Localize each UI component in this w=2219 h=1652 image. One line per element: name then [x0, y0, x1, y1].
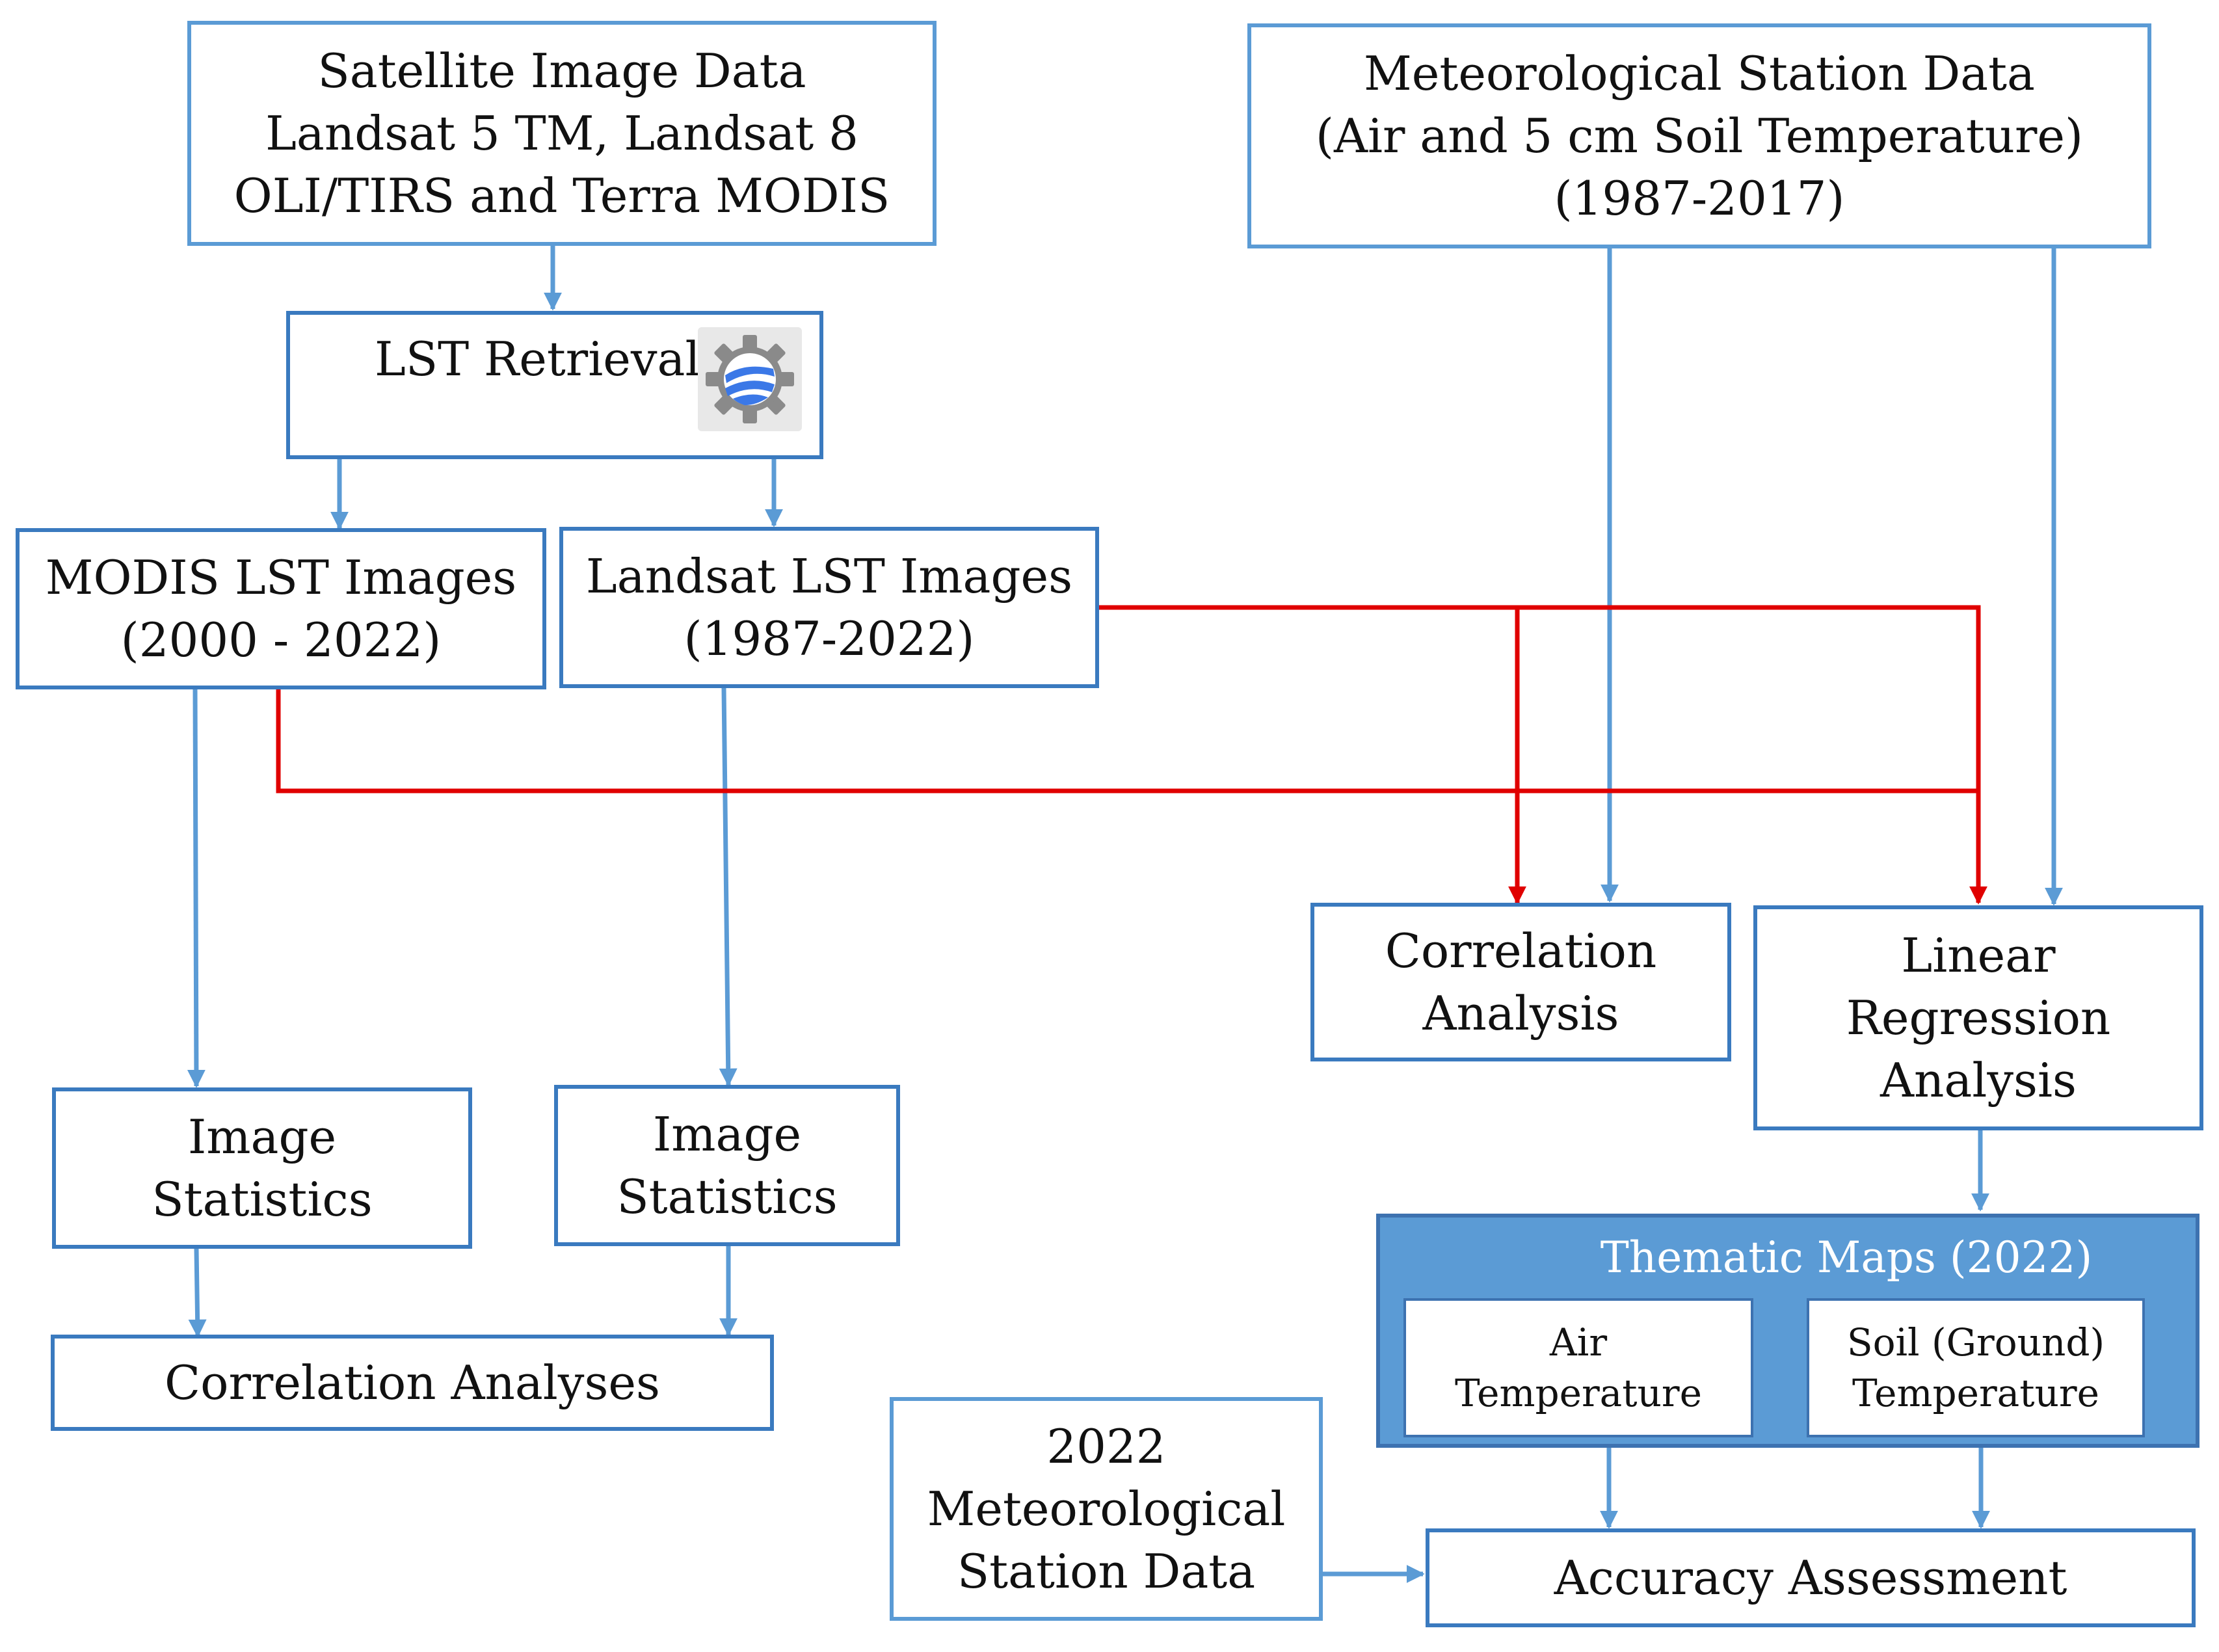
meteo-line-3: (1987-2017) [1554, 171, 1845, 226]
meteorological-2022-box: 2022 Meteorological Station Data [890, 1397, 1323, 1621]
arrow-stats-left-to-analyses [188, 1248, 207, 1338]
meteo-line-2: (Air and 5 cm Soil Temperature) [1315, 109, 2084, 163]
regression-line-1: Linear [1901, 928, 2056, 983]
accuracy-assessment-box: Accuracy Assessment [1426, 1528, 2196, 1627]
satellite-line-2: Landsat 5 TM, Landsat 8 [265, 106, 858, 161]
modis-lst-line-2: (2000 - 2022) [120, 613, 442, 667]
air-temp-line-1: Air [1549, 1320, 1608, 1365]
soil-temp-line-2: Temperature [1852, 1371, 2099, 1415]
meteo-2022-line-2: Meteorological [927, 1482, 1286, 1536]
meteo-2022-line-1: 2022 [1046, 1419, 1166, 1474]
landsat-lst-line-2: (1987-2022) [684, 611, 975, 666]
thematic-maps-box: Thematic Maps (2022) Air Temperature Soi… [1376, 1214, 2199, 1448]
red-line-modis [276, 688, 1978, 793]
arrow-landsat-to-stats [719, 687, 737, 1087]
lst-retrieval-label: LST Retrieval [375, 332, 700, 386]
meteo-2022-line-3: Station Data [957, 1544, 1256, 1599]
satellite-line-1: Satellite Image Data [317, 44, 806, 98]
satellite-line-3: OLI/TIRS and Terra MODIS [233, 168, 890, 223]
red-line-landsat [1099, 605, 1987, 905]
meteo-line-1: Meteorological Station Data [1364, 46, 2035, 101]
image-stats-right-line-2: Statistics [617, 1169, 838, 1224]
correlation-analyses-box: Correlation Analyses [51, 1335, 774, 1431]
modis-lst-line-1: MODIS LST Images [45, 550, 517, 605]
arrow-modis-to-stats [187, 687, 206, 1088]
earth-engine-gear-icon [698, 327, 802, 431]
image-statistics-left-box: Image Statistics [52, 1087, 472, 1249]
image-stats-left-line-1: Image [187, 1110, 337, 1164]
satellite-image-data-box: Satellite Image Data Landsat 5 TM, Lands… [187, 21, 937, 246]
soil-temp-line-1: Soil (Ground) [1846, 1320, 2105, 1365]
landsat-lst-images-box: Landsat LST Images (1987-2022) [559, 527, 1099, 688]
air-temperature-box: Air Temperature [1403, 1298, 1753, 1437]
landsat-lst-line-1: Landsat LST Images [585, 549, 1073, 604]
modis-lst-images-box: MODIS LST Images (2000 - 2022) [16, 528, 546, 689]
image-stats-right-line-1: Image [652, 1107, 802, 1162]
thematic-maps-title: Thematic Maps (2022) [1600, 1232, 2093, 1283]
correlation-analysis-box: Correlation Analysis [1310, 903, 1731, 1061]
accuracy-assessment-label: Accuracy Assessment [1554, 1551, 2067, 1605]
correlation-line-2: Analysis [1422, 986, 1619, 1041]
correlation-analyses-label: Correlation Analyses [165, 1355, 660, 1410]
correlation-line-1: Correlation [1385, 924, 1657, 978]
regression-line-2: Regression [1846, 991, 2111, 1045]
soil-temperature-box: Soil (Ground) Temperature [1807, 1298, 2145, 1437]
regression-line-3: Analysis [1880, 1053, 2077, 1108]
linear-regression-box: Linear Regression Analysis [1753, 905, 2203, 1130]
meteorological-station-data-box: Meteorological Station Data (Air and 5 c… [1247, 23, 2151, 248]
air-temp-line-2: Temperature [1455, 1371, 1702, 1415]
image-stats-left-line-2: Statistics [152, 1172, 373, 1227]
image-statistics-right-box: Image Statistics [554, 1085, 900, 1246]
